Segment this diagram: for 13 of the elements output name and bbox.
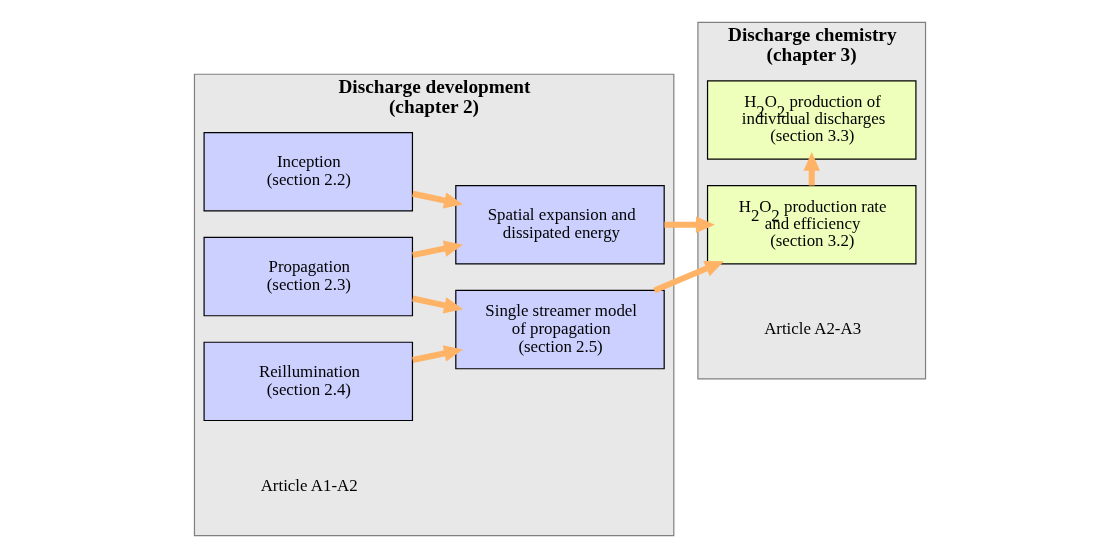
- arrow: [412, 295, 464, 314]
- node-box: Spatial expansion and dissipated energy: [455, 185, 665, 265]
- node-box: Inception (section 2.2): [203, 132, 414, 212]
- label: Article A2-A3: [764, 319, 862, 339]
- arrow: [412, 240, 464, 259]
- arrow: [653, 260, 724, 294]
- node-box: Reillumination (section 2.4): [203, 341, 414, 422]
- arrow: [412, 190, 464, 209]
- arrow: [664, 216, 715, 234]
- node-box: Propagation (section 2.3): [203, 236, 414, 317]
- arrow: [412, 345, 464, 363]
- node-box: Single streamer model of propagation (section 2.5): [455, 289, 665, 370]
- label: Article A1-A2: [260, 475, 358, 495]
